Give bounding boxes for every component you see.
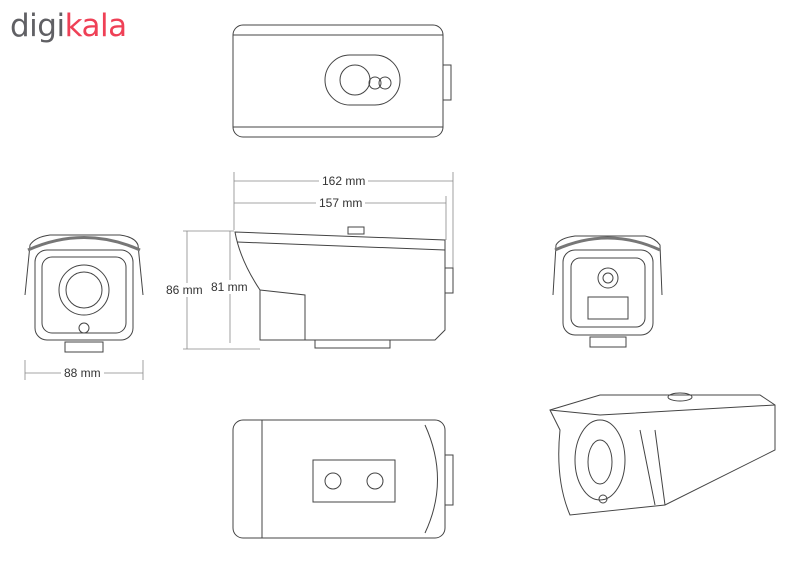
back-view [552, 235, 663, 348]
total-height-label: 86 mm [163, 283, 206, 297]
logo-text-digi: digi [10, 8, 65, 44]
perspective-view [549, 392, 776, 516]
body-length-label: 157 mm [316, 196, 366, 210]
digikala-logo: digikala [10, 8, 127, 44]
side-view [234, 226, 454, 349]
top-view [232, 24, 452, 138]
body-height-label: 81 mm [208, 280, 251, 294]
width-label: 88 mm [61, 366, 104, 380]
front-view [24, 234, 144, 353]
logo-text-kala: kala [64, 8, 128, 44]
bottom-view [232, 419, 454, 539]
total-length-label: 162 mm [319, 174, 369, 188]
dimension-lines [24, 172, 454, 380]
